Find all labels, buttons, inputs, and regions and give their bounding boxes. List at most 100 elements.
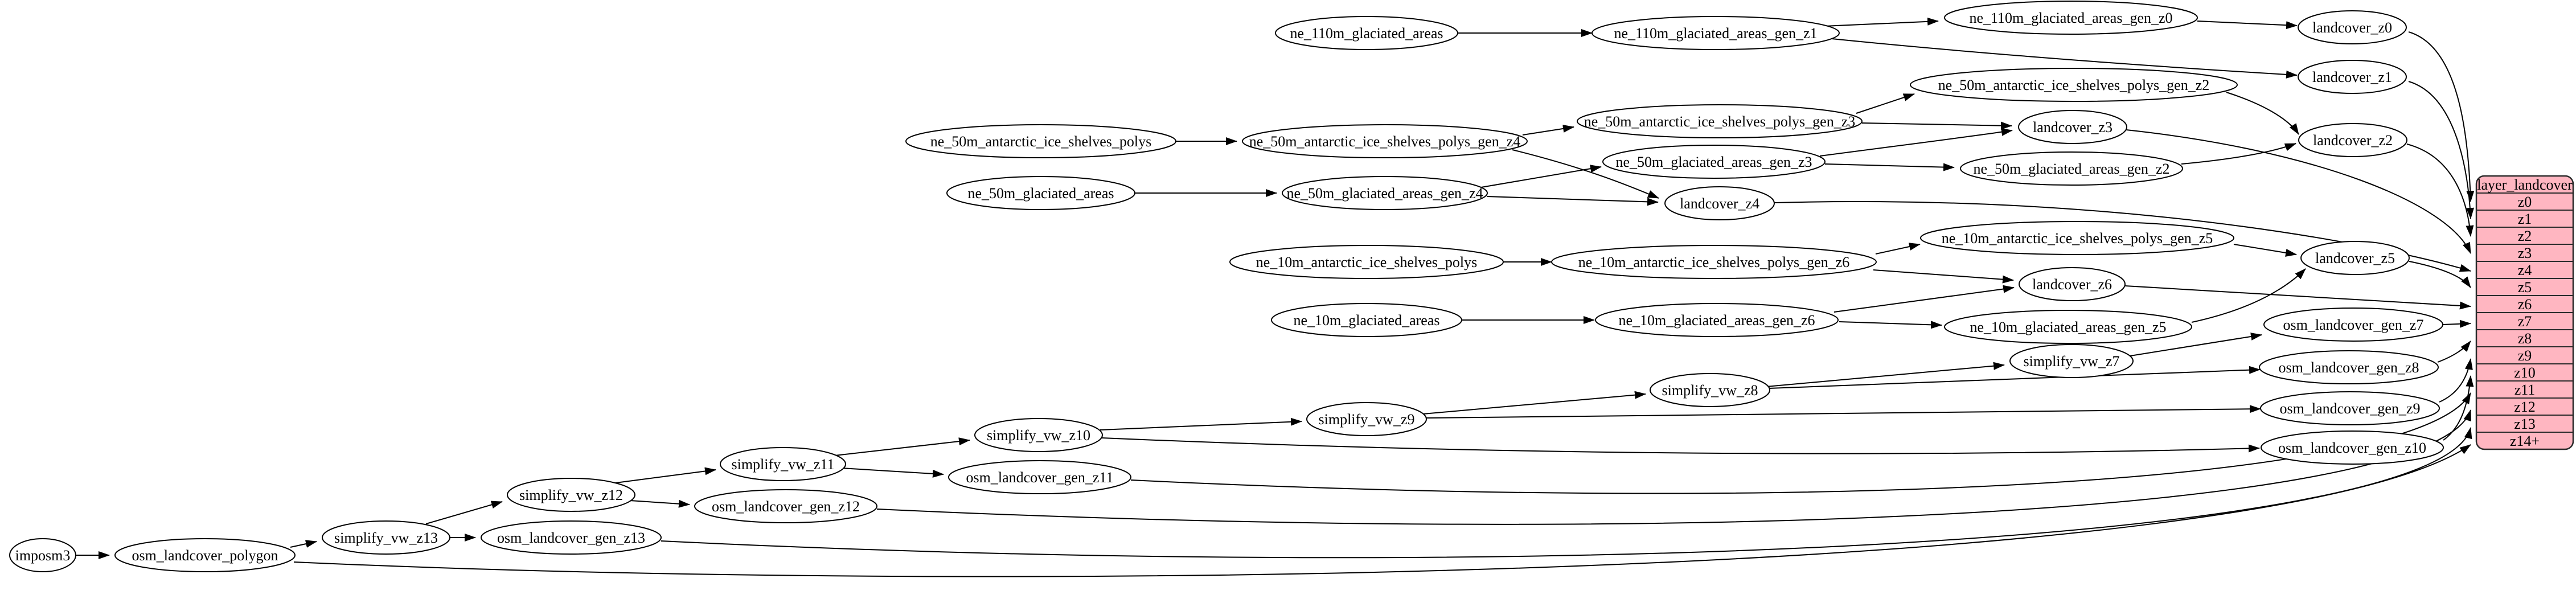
- edge-osm_landcover_gen_z11-to-row-z11: [1130, 392, 2471, 494]
- svg-text:ne_110m_glaciated_areas_gen_z1: ne_110m_glaciated_areas_gen_z1: [1614, 25, 1817, 42]
- node-osm_landcover_gen_z7: osm_landcover_gen_z7: [2263, 307, 2443, 342]
- edge-osm_landcover_gen_z7-to-row-z7: [2442, 319, 2471, 328]
- node-simplify_vw_z11: simplify_vw_z11: [720, 447, 846, 481]
- node-landcover_z3: landcover_z3: [2018, 110, 2127, 144]
- svg-text:simplify_vw_z10: simplify_vw_z10: [987, 427, 1090, 444]
- node-simplify_vw_z8: simplify_vw_z8: [1650, 373, 1770, 407]
- svg-text:ne_10m_glaciated_areas_gen_z6: ne_10m_glaciated_areas_gen_z6: [1618, 312, 1815, 329]
- edge-osm_landcover_polygon-to-row-z14: [293, 444, 2471, 577]
- edge-osm_landcover_gen_z13-to-row-z13: [661, 427, 2472, 559]
- edge-osm_landcover_gen_z10-to-row-z10: [2443, 375, 2474, 441]
- edge-simplify_vw_z9-to-simplify_vw_z8: [1422, 391, 1646, 415]
- svg-text:simplify_vw_z7: simplify_vw_z7: [2024, 353, 2120, 370]
- svg-text:landcover_z6: landcover_z6: [2032, 276, 2112, 293]
- edge-simplify_vw_z11-to-simplify_vw_z10: [834, 437, 970, 456]
- node-osm_landcover_polygon: osm_landcover_polygon: [114, 538, 296, 572]
- edge-ne_10m_ice_gen_z5-to-landcover_z5: [2233, 244, 2297, 257]
- edge-landcover_z5-to-row-z5: [2409, 261, 2471, 288]
- edge-landcover_z0-to-row-z0: [2408, 31, 2475, 202]
- node-osm_landcover_gen_z12: osm_landcover_gen_z12: [694, 489, 877, 523]
- edge-ne_50m_gla_gen_z3-to-gen_z2: [1824, 163, 1955, 171]
- svg-text:osm_landcover_gen_z11: osm_landcover_gen_z11: [966, 469, 1114, 486]
- svg-text:landcover_z0: landcover_z0: [2312, 19, 2392, 36]
- edge-ne_50m_gla_gen_z4-to-gen_z3: [1480, 165, 1602, 188]
- node-landcover_z5: landcover_z5: [2300, 241, 2410, 275]
- svg-text:simplify_vw_z12: simplify_vw_z12: [519, 487, 623, 503]
- table-row-z10: z10: [2514, 364, 2536, 381]
- table-row-z9: z9: [2518, 347, 2532, 364]
- edge-landcover_z1-to-row-z1: [2408, 81, 2475, 219]
- node-ne_10m_glaciated_areas_gen_z6: ne_10m_glaciated_areas_gen_z6: [1595, 303, 1839, 337]
- node-ne_10m_glaciated_areas: ne_10m_glaciated_areas: [1271, 303, 1462, 337]
- svg-text:ne_50m_antarctic_ice_shelves_p: ne_50m_antarctic_ice_shelves_polys_gen_z…: [1584, 113, 1856, 130]
- edge-ne_50m_ice_gen_z4-to-gen_z3: [1522, 125, 1574, 136]
- node-osm_landcover_gen_z11: osm_landcover_gen_z11: [948, 460, 1131, 494]
- svg-text:ne_50m_antarctic_ice_shelves_p: ne_50m_antarctic_ice_shelves_polys_gen_z…: [1938, 77, 2210, 93]
- edge-simplify_vw_z12-to-simplify_vw_z11: [615, 467, 716, 483]
- node-ne_50m_glaciated_areas: ne_50m_glaciated_areas: [946, 176, 1135, 210]
- node-landcover_z6: landcover_z6: [2019, 267, 2126, 301]
- node-ne_110m_glaciated_areas: ne_110m_glaciated_areas: [1275, 16, 1458, 50]
- svg-text:landcover_z4: landcover_z4: [1680, 195, 1759, 212]
- node-simplify_vw_z9: simplify_vw_z9: [1306, 402, 1427, 436]
- svg-text:landcover_z5: landcover_z5: [2315, 250, 2395, 266]
- table-row-z8: z8: [2518, 330, 2532, 347]
- edge-ne_110m_gen_z1-to-gen_z0: [1823, 17, 1939, 27]
- node-landcover_z1: landcover_z1: [2298, 60, 2407, 94]
- edge-ne_50m_gla_gen_z4-to-landcover_z4: [1486, 196, 1659, 206]
- svg-text:ne_10m_glaciated_areas_gen_z5: ne_10m_glaciated_areas_gen_z5: [1970, 319, 2166, 335]
- svg-text:ne_50m_glaciated_areas_gen_z2: ne_50m_glaciated_areas_gen_z2: [1973, 161, 2169, 177]
- node-ne_110m_glaciated_areas_gen_z0: ne_110m_glaciated_areas_gen_z0: [1944, 1, 2198, 35]
- table-row-z1: z1: [2518, 211, 2532, 227]
- edges-layer: [76, 17, 2475, 577]
- edge-landcover_z2-to-row-z2: [2406, 143, 2474, 237]
- edge-simplify_vw_z8-to-simplify_vw_z7: [1766, 362, 2005, 387]
- svg-text:ne_50m_glaciated_areas_gen_z4: ne_50m_glaciated_areas_gen_z4: [1286, 185, 1483, 202]
- svg-text:ne_50m_antarctic_ice_shelves_p: ne_50m_antarctic_ice_shelves_polys: [930, 133, 1151, 150]
- node-landcover_z4: landcover_z4: [1664, 186, 1775, 220]
- svg-text:osm_landcover_gen_z9: osm_landcover_gen_z9: [2280, 400, 2421, 417]
- edge-ne_10m_ice_gen_z6-to-gen_z5: [1875, 243, 1921, 255]
- svg-text:imposm3: imposm3: [15, 547, 71, 564]
- edge-ne_50m_gla_gen_z2-to-landcover_z2: [2181, 143, 2296, 165]
- table-row-z0: z0: [2518, 194, 2532, 210]
- edge-simplify_vw_z7-to-osm_landcover_gen_z7: [2130, 333, 2262, 356]
- edge-ne_10m_gla_gen_z5-to-landcover_z5: [2191, 268, 2306, 323]
- node-ne_10m_antarctic_ice_shelves_polys_gen_z6: ne_10m_antarctic_ice_shelves_polys_gen_z…: [1551, 245, 1877, 279]
- node-ne_10m_antarctic_ice_shelves_polys_gen_z5: ne_10m_antarctic_ice_shelves_polys_gen_z…: [1920, 221, 2234, 255]
- edge-ne_50m_ice_gen_z4-to-landcover_z4: [1512, 149, 1659, 199]
- svg-text:ne_10m_antarctic_ice_shelves_p: ne_10m_antarctic_ice_shelves_polys_gen_z…: [1578, 254, 1850, 270]
- edge-simplify_vw_z9-to-osm_landcover_gen_z9: [1425, 405, 2261, 419]
- node-ne_50m_antarctic_ice_shelves_polys_gen_z2: ne_50m_antarctic_ice_shelves_polys_gen_z…: [1910, 68, 2238, 102]
- svg-text:osm_landcover_polygon: osm_landcover_polygon: [132, 547, 278, 564]
- edge-landcover_z6-to-row-z6: [2124, 285, 2471, 310]
- edge-ne_50m_ice_gen_z3-to-landcover_z3: [1861, 121, 2012, 130]
- svg-text:landcover_z2: landcover_z2: [2313, 132, 2393, 149]
- edge-simplify_vw_z13-to-simplify_vw_z12: [425, 501, 503, 524]
- table-row-z2: z2: [2518, 228, 2532, 244]
- edge-landcover_z4-to-row-z4: [1774, 200, 2471, 272]
- svg-text:simplify_vw_z13: simplify_vw_z13: [334, 530, 438, 546]
- node-ne_50m_glaciated_areas_gen_z2: ne_50m_glaciated_areas_gen_z2: [1960, 151, 2183, 186]
- node-ne_50m_antarctic_ice_shelves_polys: ne_50m_antarctic_ice_shelves_polys: [905, 124, 1176, 158]
- node-landcover_z0: landcover_z0: [2298, 10, 2407, 44]
- layer-landcover-table: layer_landcover z0 z1 z2 z3 z4 z5 z6 z7 …: [2475, 175, 2574, 450]
- edge-ne_50m_ice_gen_z2-to-landcover_z2: [2226, 92, 2299, 135]
- node-imposm3: imposm3: [9, 538, 76, 572]
- svg-text:simplify_vw_z11: simplify_vw_z11: [731, 456, 834, 473]
- node-osm_landcover_gen_z9: osm_landcover_gen_z9: [2260, 391, 2440, 425]
- edge-ne_10m_gla_gen_z6-to-landcover_z6: [1833, 285, 2015, 313]
- edge-ne_110m_gen_z0-to-landcover_z0: [2197, 20, 2298, 30]
- svg-text:ne_10m_glaciated_areas: ne_10m_glaciated_areas: [1294, 312, 1440, 329]
- svg-text:simplify_vw_z9: simplify_vw_z9: [1319, 411, 1415, 428]
- node-ne_10m_antarctic_ice_shelves_polys: ne_10m_antarctic_ice_shelves_polys: [1229, 245, 1504, 279]
- edge-ne_110m_gen_z1-to-landcover_z1: [1826, 38, 2298, 79]
- edge-ne_50m_ice_gen_z3-to-gen_z2: [1856, 93, 1915, 114]
- node-osm_landcover_gen_z10: osm_landcover_gen_z10: [2261, 430, 2444, 465]
- node-simplify_vw_z10: simplify_vw_z10: [974, 418, 1103, 452]
- node-ne_50m_antarctic_ice_shelves_polys_gen_z4: ne_50m_antarctic_ice_shelves_polys_gen_z…: [1242, 124, 1528, 158]
- svg-text:ne_110m_glaciated_areas_gen_z0: ne_110m_glaciated_areas_gen_z0: [1969, 10, 2172, 26]
- svg-text:ne_110m_glaciated_areas: ne_110m_glaciated_areas: [1290, 25, 1443, 42]
- node-simplify_vw_z12: simplify_vw_z12: [507, 478, 635, 512]
